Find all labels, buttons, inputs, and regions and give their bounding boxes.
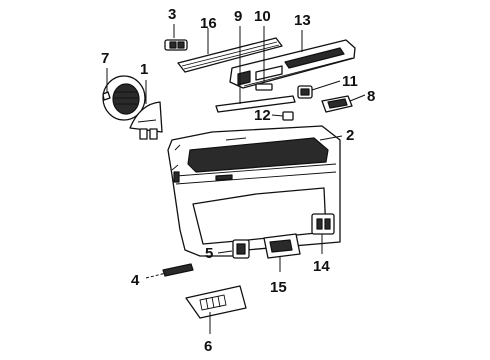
leader-2 — [319, 135, 343, 141]
part-1-speaker-housing — [129, 101, 163, 140]
part-3-clip — [164, 39, 188, 51]
callout-labels: 1 2 3 4 5 6 7 8 9 10 11 12 13 14 15 16 — [101, 6, 375, 355]
leader-lines — [106, 24, 366, 334]
part-5-window-switch — [232, 239, 250, 259]
leader-8 — [349, 94, 366, 102]
leader-4 — [145, 272, 167, 279]
callout-12: 12 — [254, 107, 271, 124]
part-2-door-trim-panel — [167, 125, 341, 257]
part-12-clip — [282, 111, 294, 121]
leader-12 — [271, 114, 284, 117]
callout-5: 5 — [205, 245, 213, 262]
callout-13: 13 — [294, 12, 311, 29]
callout-10: 10 — [254, 8, 271, 25]
callout-16: 16 — [200, 15, 217, 32]
part-8-handle — [321, 95, 353, 113]
part-16-molding-strip — [177, 37, 283, 73]
part-13-armrest-bezel — [229, 39, 356, 89]
callout-11: 11 — [342, 73, 358, 90]
part-15-handle-bezel — [263, 233, 301, 259]
callout-1: 1 — [140, 61, 148, 78]
callout-7: 7 — [101, 50, 109, 67]
callout-4: 4 — [131, 272, 140, 289]
part-14-lock-switch — [311, 213, 335, 235]
leader-5 — [217, 250, 233, 254]
part-6-map-pocket — [185, 285, 247, 319]
part-9-strip — [215, 95, 296, 113]
callout-9: 9 — [234, 8, 242, 25]
callout-15: 15 — [270, 279, 287, 296]
callout-3: 3 — [168, 6, 176, 23]
part-7-speaker-grille — [102, 75, 146, 121]
part-10-clip — [255, 83, 273, 91]
callout-8: 8 — [367, 88, 375, 105]
callout-2: 2 — [346, 127, 354, 144]
leader-11 — [311, 80, 341, 91]
part-11-switch — [297, 85, 313, 99]
callout-6: 6 — [204, 338, 212, 355]
part-4-strip-clip — [162, 263, 194, 277]
callout-14: 14 — [313, 258, 330, 275]
